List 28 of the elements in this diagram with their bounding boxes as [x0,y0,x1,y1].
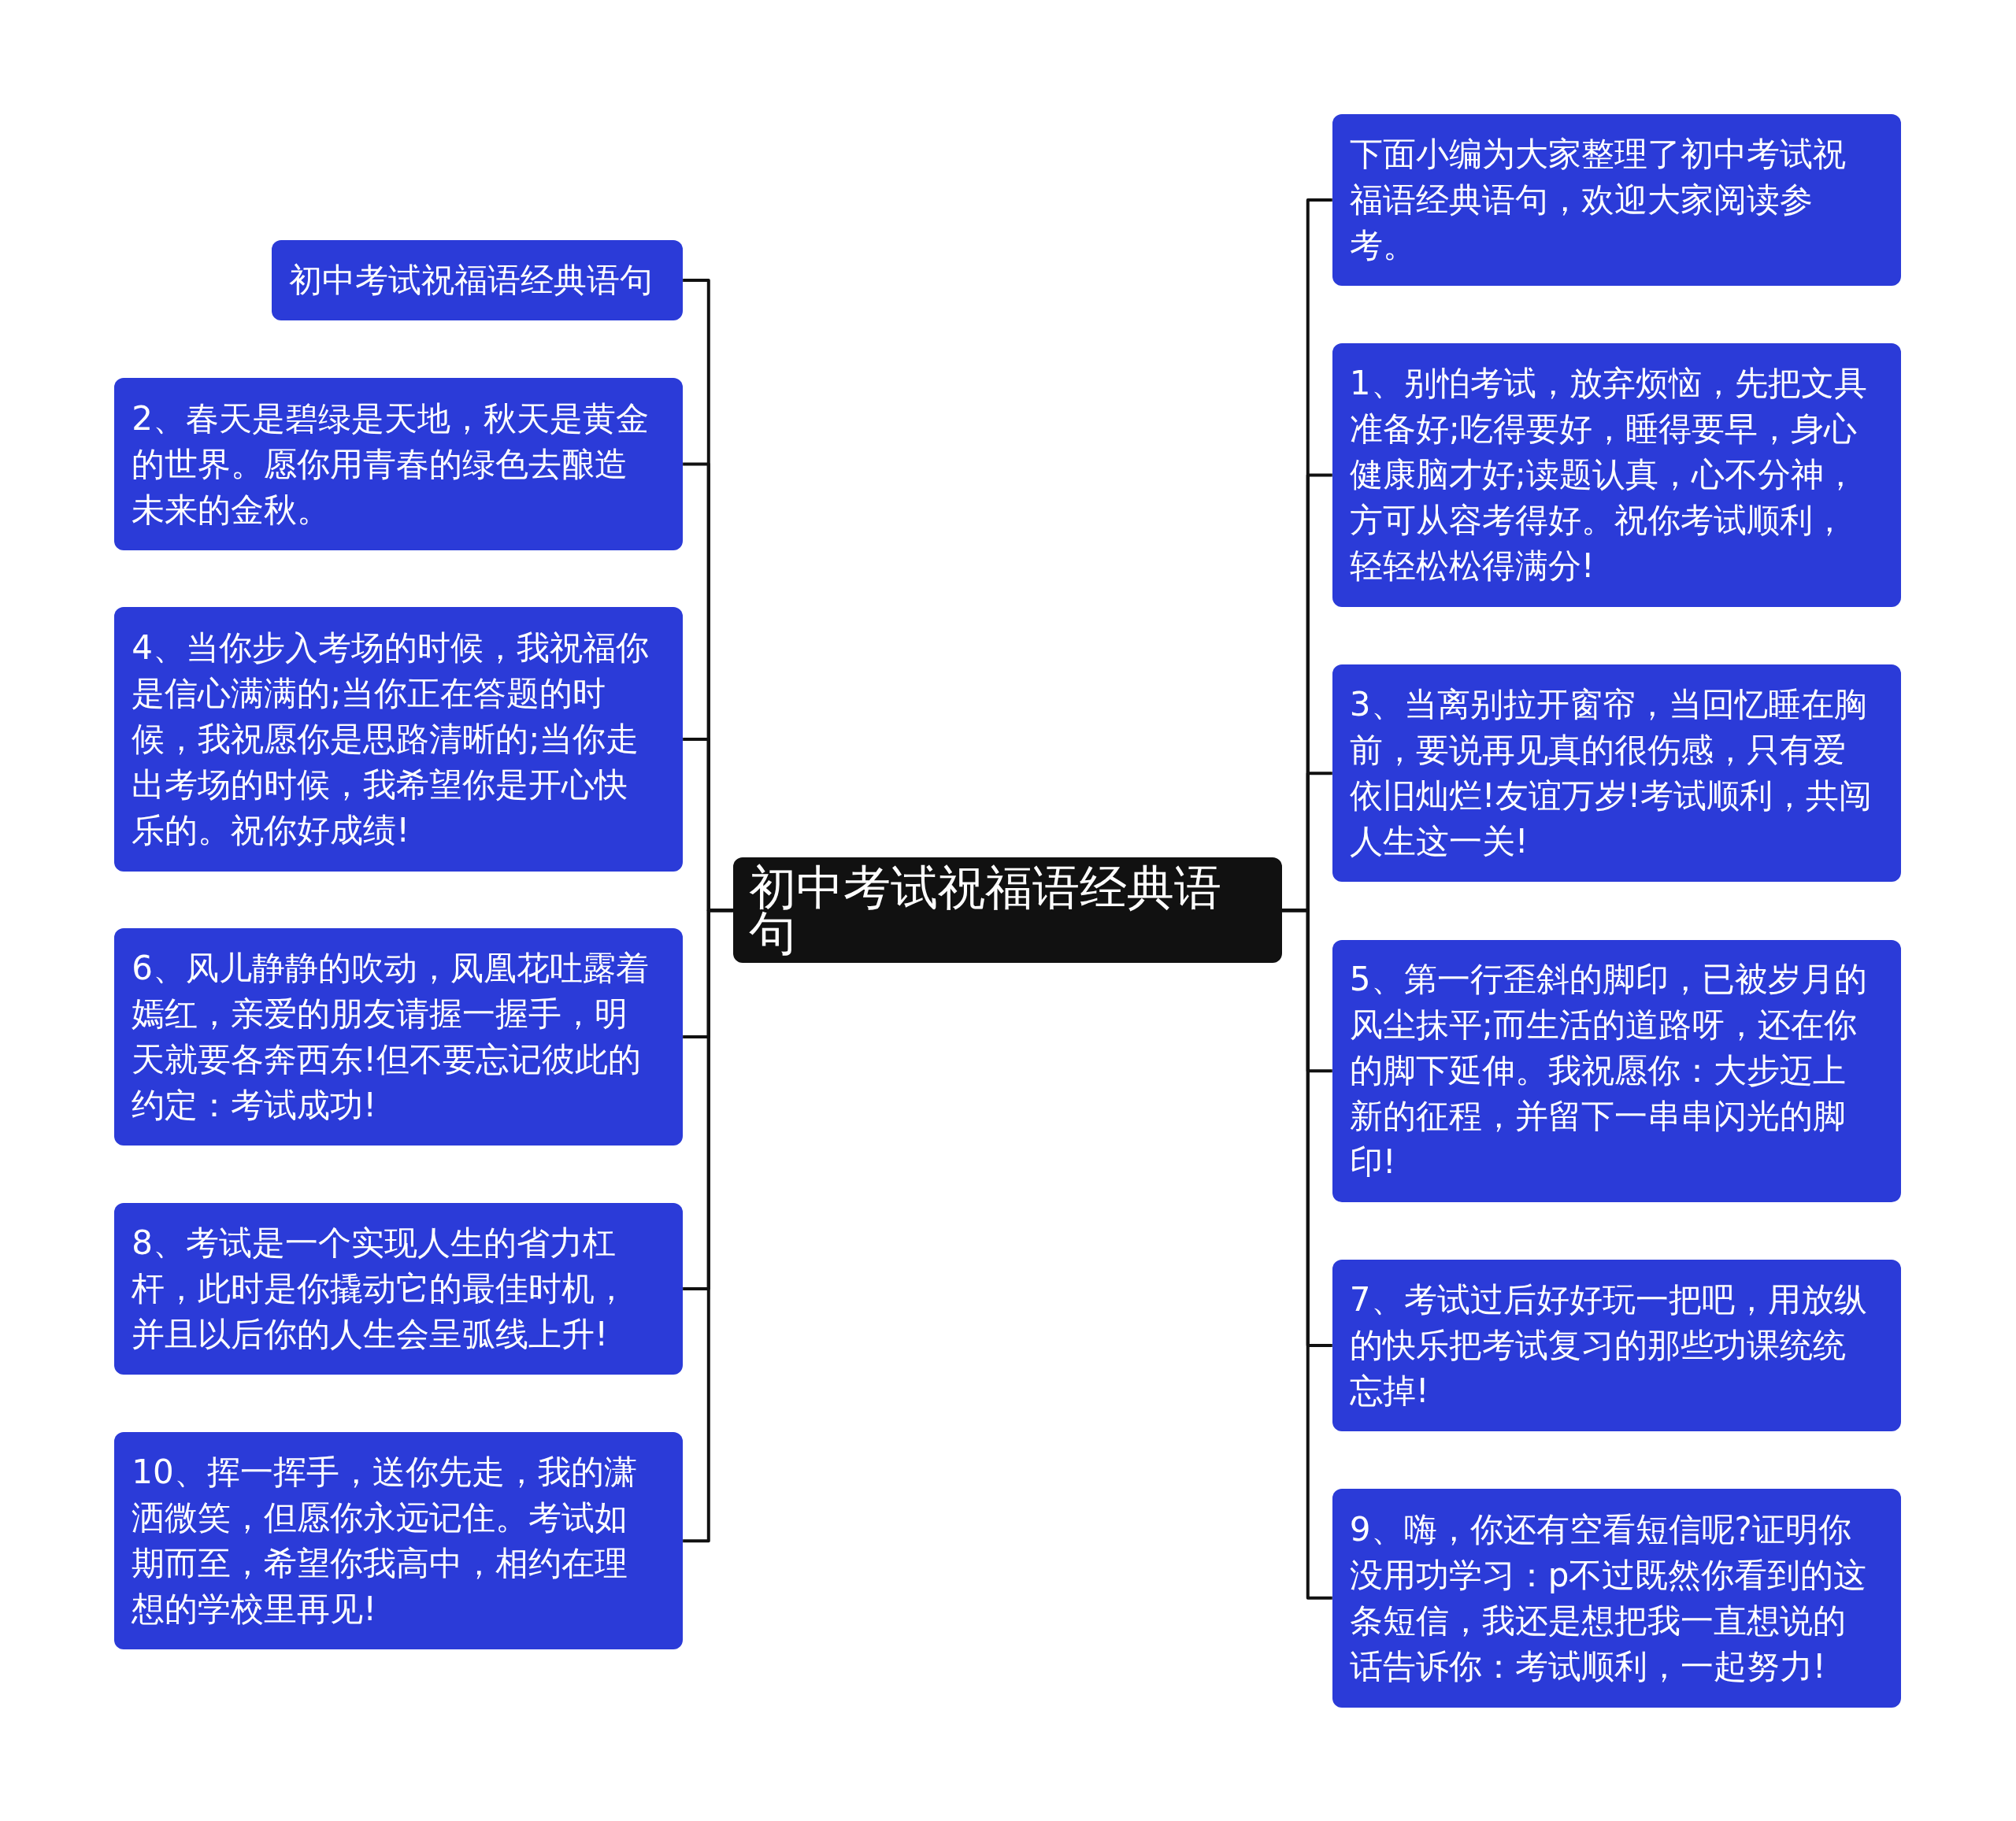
topic-box [114,606,684,872]
topic-text: 6、风儿静静的吹动，凤凰花吐露着嫣红，亲爱的朋友请握一握手，明天就要各奔西东!但不要忘记彼此的约定：考试成功! [132,948,650,1126]
topic-text: 2、春天是碧绿是天地，秋天是黄金的世界。愿你用青春的绿色去酿造未来的金秋。 [132,398,650,531]
topic-text: 9、嗨，你还有空看短信呢?证明你没用功学习：p不过既然你看到的这条短信，我还是想把我一直想说的话告诉你：考试顺利，一起努力! [1349,1508,1868,1687]
topic-box [114,378,684,550]
topic-text: 下面小编为大家整理了初中考试祝福语经典语句，欢迎大家阅读参考。 [1349,133,1847,266]
connector-line [1282,909,1332,1600]
topic-text: 7、考试过后好好玩一把吧，用放纵的快乐把考试复习的那些功课统统忘掉! [1349,1279,1868,1412]
topic-text: 4、当你步入考场的时候，我祝福你是信心满满的;当你正在答题的时候，我祝愿你是思路清晰的;当你走出考场的时候，我希望你是开心快乐的。祝你好成绩! [132,627,650,851]
topic-box [271,240,684,320]
topic-box [1332,343,1901,607]
topic-box [1332,114,1901,286]
topic-box [114,1432,684,1650]
topic-box [1332,939,1901,1202]
topic-text: 1、别怕考试，放弃烦恼，先把文具准备好;吃得要好，睡得要早，身心健康脑才好;读题认真，心不分神，方可从容考得好。祝你考试顺利，轻轻松松得满分! [1349,363,1868,587]
topic-text: 5、第一行歪斜的脚印，已被岁月的风尘抹平;而生活的道路呀，还在你的脚下延伸。我祝愿你：大步迈上新的征程，并留下一串串闪光的脚印! [1349,959,1868,1183]
topic-box [114,928,684,1146]
central-topic-box [732,857,1283,964]
topic-text: 8、考试是一个实现人生的省力杠杆，此时是你撬动它的最佳时机，并且以后你的人生会呈弧线上升! [132,1223,629,1356]
topic-text: 初中考试祝福语经典语句 [288,259,653,301]
topic-text: 10、挥一挥手，送你先走，我的潇洒微笑，但愿你永远记住。考试如期而至，希望你我高中，相约在理想的学校里再见! [132,1452,638,1630]
topic-text: 3、当离别拉开窗帘，当回忆睡在胸前，要说再见真的很伤感，只有爱依旧灿烂!友谊万岁!考试顺利，共闯人生这一关! [1349,684,1873,863]
topic-box [114,1203,684,1375]
topic-box [1332,1260,1901,1431]
topic-box [1332,664,1901,883]
connector-line [683,909,733,1543]
topic-text: 初中考试祝福语经典语句 [748,864,1222,957]
topic-box [1332,1489,1901,1708]
